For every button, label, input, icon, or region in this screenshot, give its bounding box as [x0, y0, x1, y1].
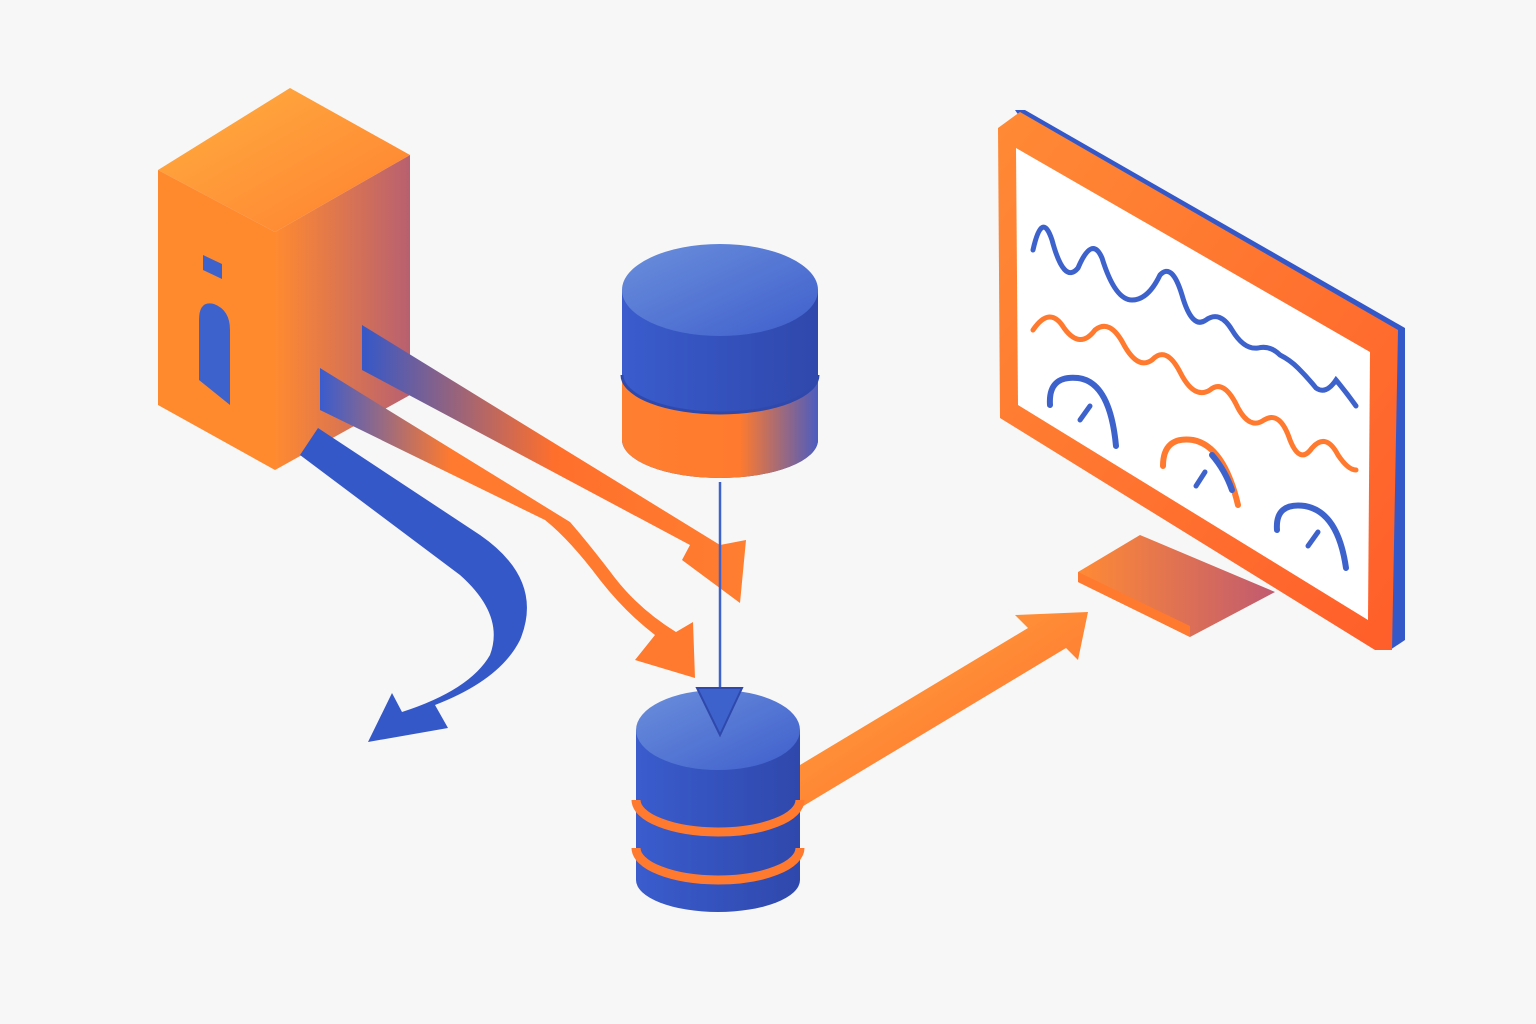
gauge-icon: [1160, 436, 1241, 508]
server-side-face: [275, 155, 410, 470]
monitor: [998, 110, 1405, 650]
gauge-icon: [1273, 502, 1349, 571]
upper-db-top: [622, 244, 818, 336]
server-door-icon: [199, 303, 230, 405]
source-server: [158, 88, 410, 470]
upper-database: [620, 244, 820, 478]
lower-database: [631, 687, 805, 912]
gauge-icon: [1046, 374, 1119, 449]
screen-chart-line-orange: [1030, 314, 1359, 473]
upper-db-band: [622, 375, 818, 478]
lower-db-body: [636, 730, 800, 912]
lower-db-band-1: [631, 799, 805, 837]
arrow-lower-db-to-monitor: [795, 612, 1088, 808]
screen-chart-line-blue: [1030, 224, 1359, 409]
outgoing-curved-arrow: [300, 428, 527, 742]
monitor-stand-base: [1078, 535, 1275, 637]
incoming-arrowhead: [695, 687, 744, 738]
arrow-server-to-upper-db: [362, 325, 746, 603]
lower-db-band-2: [631, 847, 805, 885]
server-top-face: [158, 88, 410, 232]
arrow-server-to-lower-db: [320, 368, 695, 678]
server-indicator-icon: [203, 255, 222, 279]
